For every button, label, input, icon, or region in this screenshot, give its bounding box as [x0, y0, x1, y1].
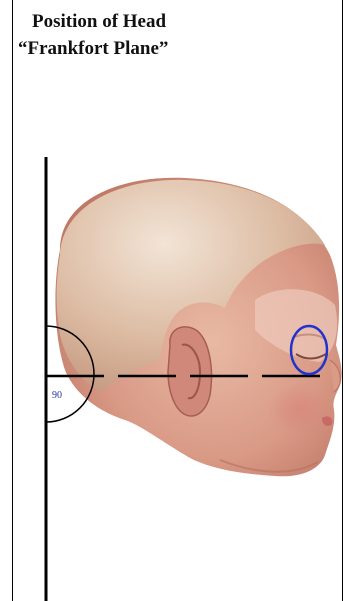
infant-ear — [168, 327, 211, 416]
angle-label: 90 — [52, 390, 62, 401]
